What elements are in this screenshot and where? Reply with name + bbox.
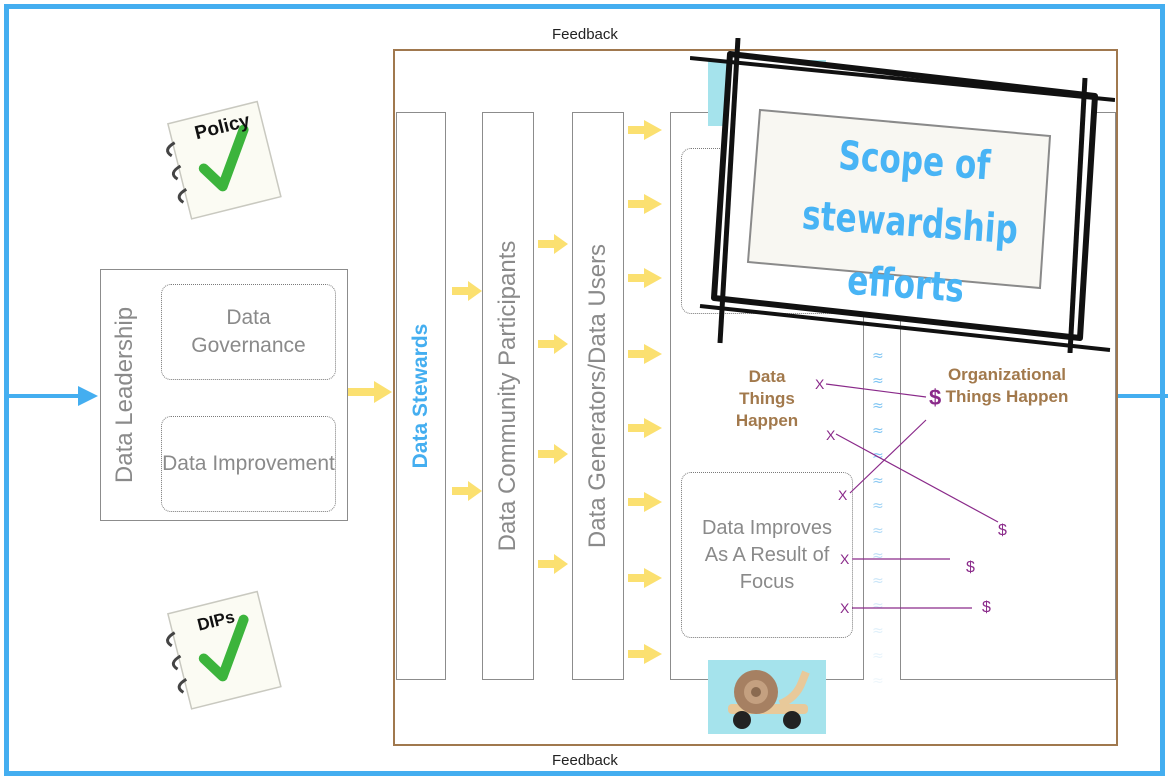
svg-text:≈: ≈	[872, 548, 884, 564]
data-stewards-column: Data Stewards	[396, 112, 446, 680]
input-arrowhead	[78, 386, 98, 406]
svg-text:≈: ≈	[872, 473, 884, 489]
data-improves-label: Data Improves As A Result of Focus	[701, 516, 833, 593]
svg-text:≈: ≈	[872, 673, 884, 689]
x-marker-2: X	[826, 427, 836, 443]
arrow-g3	[628, 268, 662, 288]
value-markers: X X X X X $ $ $ $	[815, 376, 1007, 616]
data-governance-box: Data Governance	[161, 284, 336, 380]
dollar-marker-2: $	[998, 522, 1007, 539]
scope-title: Scope of stewardship efforts	[800, 132, 1020, 312]
svg-text:≈: ≈	[872, 573, 884, 589]
x-marker-5: X	[840, 600, 850, 616]
dips-notebook-icon: DIPs	[166, 590, 282, 710]
arrow-g1	[628, 120, 662, 140]
policy-notebook-icon: Policy	[166, 100, 282, 220]
data-generators-column: Data Generators/Data Users	[572, 112, 624, 680]
arrow-lead-to-stewards	[348, 381, 392, 403]
outer-frame	[4, 4, 1165, 776]
feedback-bottom-label: Feedback	[552, 752, 618, 769]
arrow-g5	[628, 418, 662, 438]
arrow-s2	[452, 481, 482, 501]
svg-text:≈: ≈	[872, 498, 884, 514]
arrow-g2	[628, 194, 662, 214]
arrow-group	[348, 120, 662, 664]
svg-text:≈: ≈	[872, 598, 884, 614]
data-improvement-box: Data Improvement	[161, 416, 336, 512]
data-improvement-label: Data Improvement	[162, 452, 335, 475]
svg-text:≈: ≈	[872, 373, 884, 389]
dollar-marker-4: $	[982, 599, 991, 616]
x-marker-4: X	[840, 551, 850, 567]
arrow-s1	[452, 281, 482, 301]
data-improves-box: Data Improves As A Result of Focus	[681, 472, 853, 638]
arrow-c2	[538, 334, 568, 354]
arrow-g4	[628, 344, 662, 364]
feedback-box	[393, 49, 1118, 746]
svg-text:≈: ≈	[872, 648, 884, 664]
arrow-c4	[538, 554, 568, 574]
svg-text:≈: ≈	[872, 348, 884, 364]
x-marker-1: X	[815, 376, 825, 392]
arrow-c3	[538, 444, 568, 464]
arrow-g6	[628, 492, 662, 512]
svg-text:≈: ≈	[872, 523, 884, 539]
feedback-top-label: Feedback	[552, 26, 618, 43]
svg-text:≈: ≈	[872, 623, 884, 639]
arrow-c1	[538, 234, 568, 254]
data-governance-label: Data Governance	[191, 306, 306, 357]
dollar-marker-1: $	[929, 385, 941, 410]
svg-text:≈: ≈	[872, 448, 884, 464]
svg-text:≈: ≈	[872, 398, 884, 414]
arrow-g8	[628, 644, 662, 664]
wavy-divider: ≈ ≈ ≈ ≈ ≈ ≈ ≈ ≈ ≈ ≈ ≈ ≈ ≈ ≈	[872, 348, 884, 689]
dollar-marker-3: $	[966, 559, 975, 576]
value-connectors	[825, 383, 999, 609]
snail-bottom-icon	[708, 660, 826, 734]
data-community-column: Data Community Participants	[482, 112, 534, 680]
org-things-happen-label: Organizational Things Happen	[945, 365, 1069, 406]
data-things-happen-label: Data Things Happen	[735, 367, 799, 430]
scope-frame	[690, 38, 1115, 353]
svg-text:≈: ≈	[872, 423, 884, 439]
x-marker-3: X	[838, 487, 848, 503]
arrow-g7	[628, 568, 662, 588]
